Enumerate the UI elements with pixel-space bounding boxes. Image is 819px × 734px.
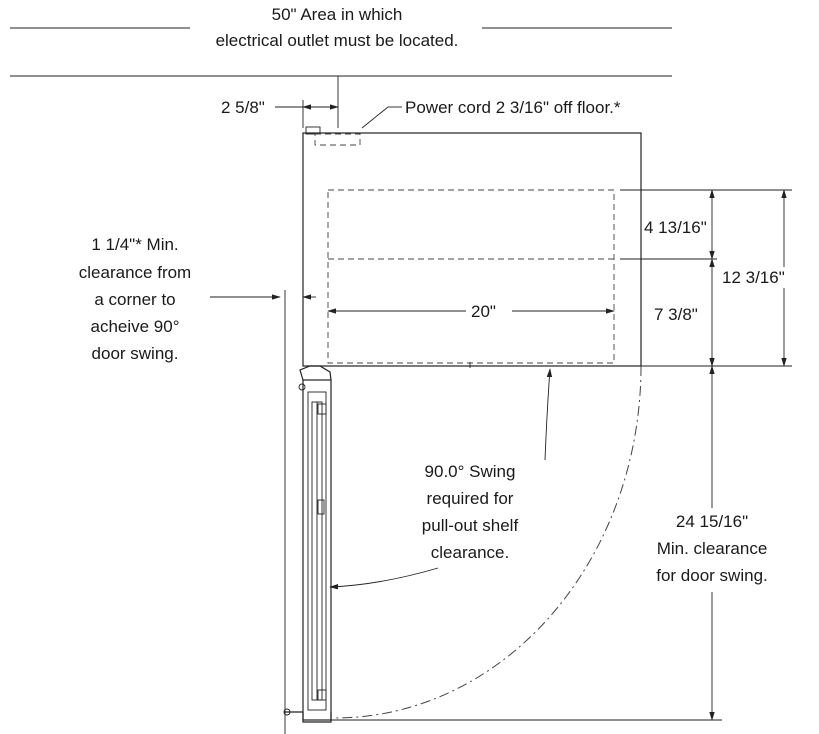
swing-label-line1: 90.0° Swing (424, 462, 516, 481)
corner-clearance-line2: clearance from (78, 263, 192, 282)
swing-label-line4: clearance. (430, 543, 510, 562)
corner-clearance-line4: acheive 90° (90, 317, 180, 336)
power-cord-leader (361, 106, 402, 129)
door-clearance-line3: for door swing. (656, 566, 768, 585)
offset-dimension (275, 100, 339, 128)
power-cord-label: Power cord 2 3/16" off floor.* (405, 98, 621, 117)
offset-label: 2 5/8" (221, 98, 265, 117)
corner-clearance-line1: 1 1/4"* Min. (91, 235, 179, 254)
open-door (283, 365, 332, 723)
door-swing-arc (334, 365, 642, 719)
corner-clearance-line3: a corner to (94, 290, 176, 309)
door-clearance-line1: 24 15/16" (675, 512, 749, 531)
corner-clearance-dimension (210, 290, 316, 734)
internal-shelf-outline (327, 189, 615, 364)
swing-label-line2: required for (426, 489, 514, 508)
extension-lines (620, 189, 792, 367)
swing-label-line3: pull-out shelf (421, 516, 519, 535)
swing-leaders (329, 368, 553, 590)
cabinet-body (302, 126, 642, 368)
dim-20-label: 20" (471, 302, 496, 321)
corner-clearance-line5: door swing. (91, 344, 179, 363)
outlet-area-label-line2: electrical outlet must be located. (215, 31, 459, 50)
door-clearance-line2: Min. clearance (656, 539, 768, 558)
dim-7-3-8-label: 7 3/8" (654, 305, 698, 324)
dim-4-13-16-label: 4 13/16" (644, 218, 707, 237)
dim-12-3-16-label: 12 3/16" (722, 267, 785, 288)
outlet-area-lines (10, 27, 672, 77)
outlet-area-label-line1: 50" Area in which (271, 5, 403, 24)
door-swing-dimension (330, 365, 722, 721)
